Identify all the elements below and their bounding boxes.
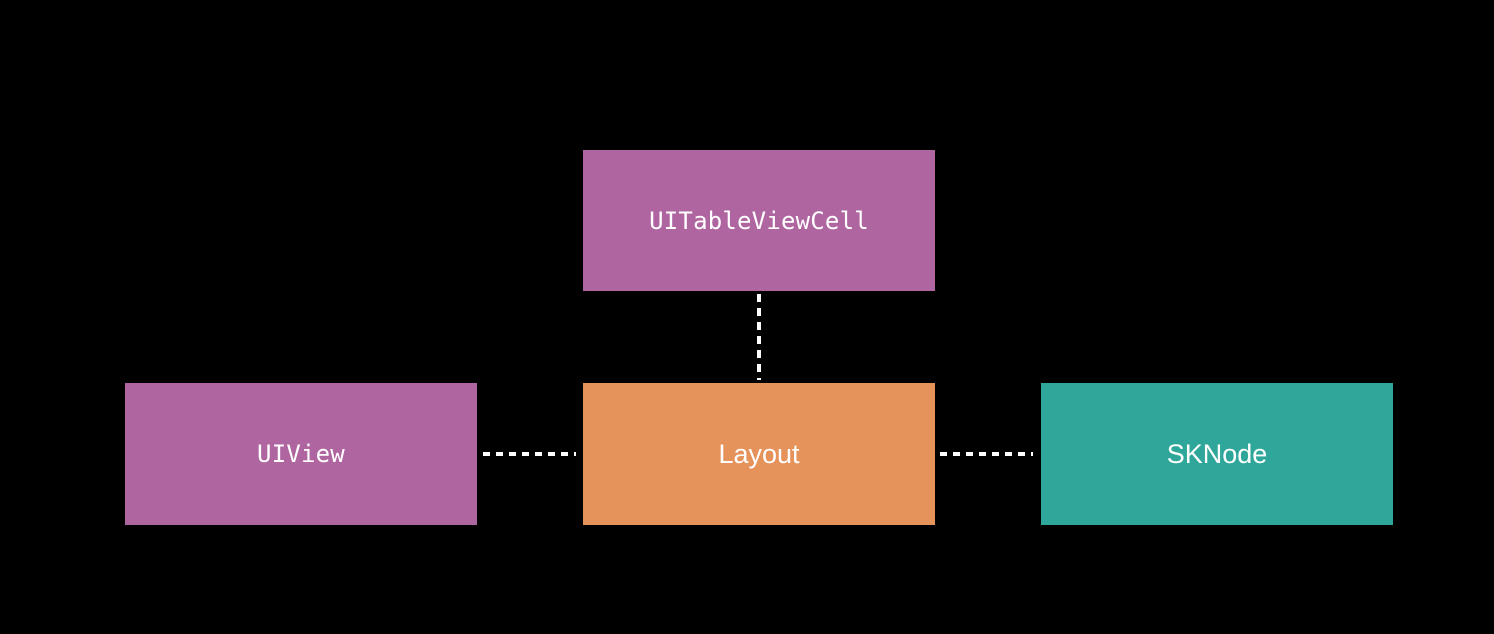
- edge-layout-sknode: [940, 452, 1033, 456]
- node-sknode-label: SKNode: [1166, 438, 1268, 469]
- node-uitableviewcell: UITableViewCell: [583, 150, 935, 291]
- node-layout-label: Layout: [718, 438, 800, 469]
- node-layout: Layout: [583, 383, 935, 525]
- edge-uiview-layout: [483, 452, 576, 456]
- node-uiview-label: UIView: [257, 440, 345, 468]
- edge-uitableviewcell-layout: [757, 294, 761, 380]
- node-uitableviewcell-label: UITableViewCell: [649, 206, 869, 235]
- node-sknode: SKNode: [1041, 383, 1393, 525]
- node-uiview: UIView: [125, 383, 477, 525]
